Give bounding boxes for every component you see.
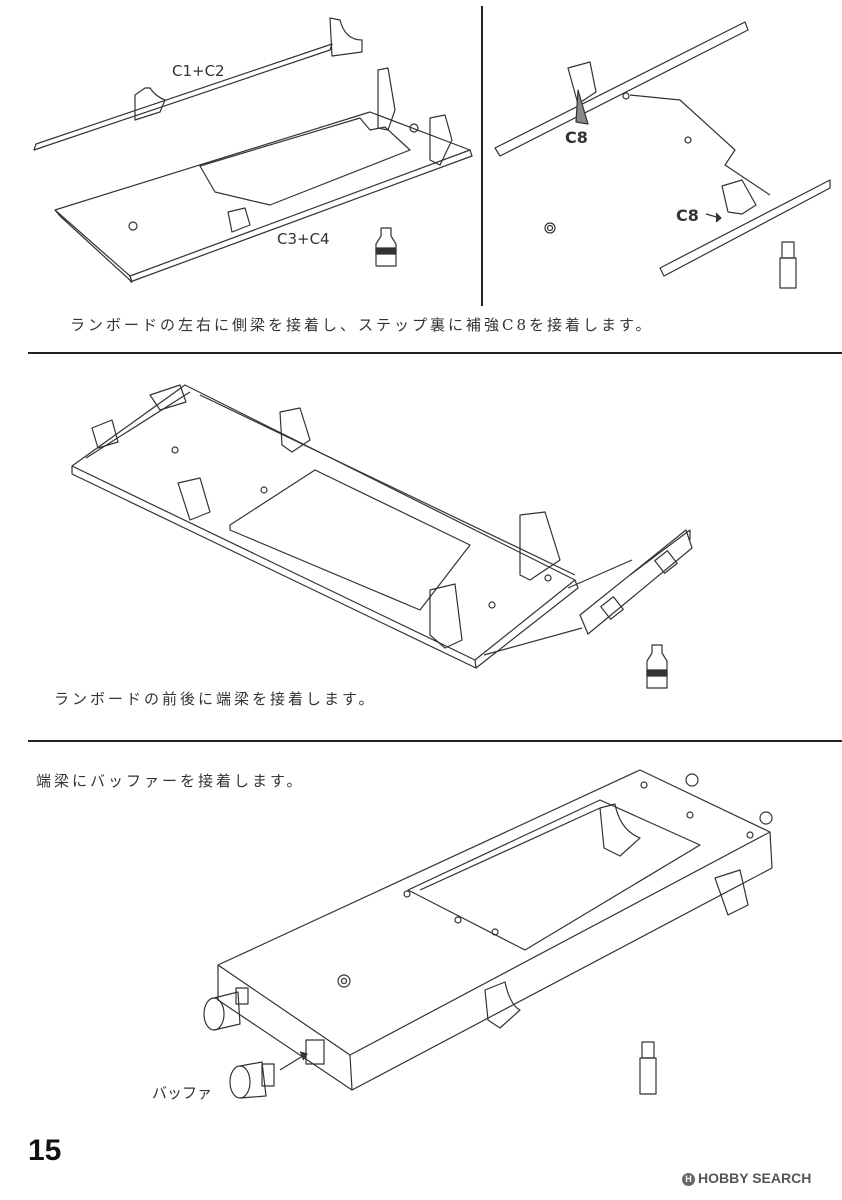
label-c1-c2: C1+C2 [172,62,225,80]
glue-bottle-icon-1 [375,227,397,267]
section-divider-2 [28,740,842,742]
step2-end-beam-drawing [71,384,693,669]
label-c3-c4: C3+C4 [277,230,330,248]
step3-buffer-drawing [203,769,773,1099]
glue-bottle-icon-2 [646,644,668,689]
glue-tube-icon-1 [779,241,797,289]
page-number: 15 [28,1134,62,1167]
step2-caption: ランボードの前後に端梁を接着します。 [54,690,377,708]
hobby-search-logo-icon: H [682,1173,695,1186]
label-buffer: バッファ [152,1084,213,1102]
label-c8-top: C8 [565,128,588,147]
vertical-divider [481,6,483,306]
step1-c8-detail-drawing [494,21,831,277]
glue-tube-icon-2 [639,1041,657,1095]
step3-caption: 端梁にバッファーを接着します。 [36,772,305,790]
section-divider-1 [28,352,842,354]
label-c8-bottom: C8 [676,206,699,225]
watermark-text: HOBBY SEARCH [698,1170,812,1186]
step1-runboard-drawing [33,17,473,283]
step1-caption: ランボードの左右に側梁を接着し、ステップ裏に補強C8を接着します。 [70,316,654,334]
